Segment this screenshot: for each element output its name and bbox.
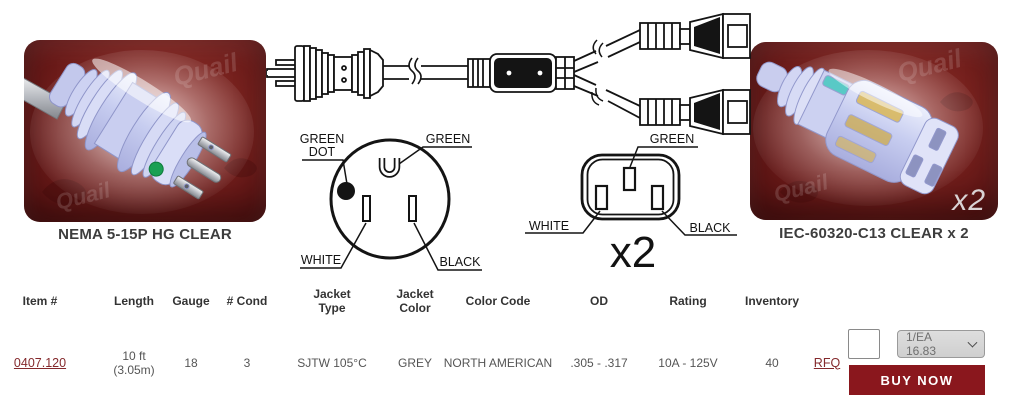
ground-pin <box>186 157 222 183</box>
table-header-od: OD <box>590 293 608 308</box>
brass-contact <box>844 114 893 146</box>
od-cell: .305 - .317 <box>570 355 628 370</box>
label-green-dot: DOT <box>309 145 336 159</box>
c13-face-wiring-diagram: GREEN WHITE BLACK x2 <box>525 132 737 275</box>
buy-now-button[interactable]: BUY NOW <box>849 365 985 395</box>
item-number-link[interactable]: 0407.120 <box>13 355 67 370</box>
left-photo-caption: NEMA 5-15P HG CLEAR <box>58 226 232 243</box>
rating-cell: 10A - 125V <box>658 355 718 370</box>
table-row-item-cell: 0407.120 <box>14 347 66 379</box>
label-green: GREEN <box>426 132 470 146</box>
hot-slot <box>650 184 665 211</box>
table-header-jacket-color: Jacket Color <box>396 286 434 315</box>
c13-connector-photo-illustration: Quail Quail <box>753 43 983 207</box>
color-code-cell: NORTH AMERICAN <box>443 355 553 370</box>
inventory-cell: 40 <box>765 355 779 370</box>
brass-contact <box>834 135 877 164</box>
table-header-inventory: Inventory <box>744 293 800 308</box>
table-header-item-number: Item # <box>22 293 58 308</box>
rfq-link[interactable]: RFQ <box>813 355 841 370</box>
right-photo-caption: IEC-60320-C13 CLEAR x 2 <box>779 225 969 242</box>
jacket-color-cell: GREY <box>397 355 433 370</box>
cord-line-drawing <box>266 12 751 136</box>
nema-face-wiring-diagram: GREEN DOT GREEN WHITE BLACK <box>300 132 482 271</box>
hot-blade-slot <box>408 195 417 222</box>
plug-blade <box>197 136 232 163</box>
gauge-cell: 18 <box>184 355 198 370</box>
photo-x2-label: x2 <box>952 184 986 217</box>
neutral-slot <box>594 184 609 211</box>
neutral-blade-slot <box>362 195 371 222</box>
chevron-down-icon <box>967 337 978 347</box>
c13-slot <box>905 154 924 178</box>
c13-slot <box>924 163 943 187</box>
clear-plug-body <box>49 58 232 200</box>
cond-cell: 3 <box>243 355 251 370</box>
power-cable <box>24 77 67 120</box>
label-black: BLACK <box>690 221 732 235</box>
ground-slot <box>622 166 637 192</box>
label-white: WHITE <box>301 253 341 267</box>
length-cell: 10 ft (3.05m) <box>113 348 155 377</box>
product-photo-nema-5-15p: Quail Quail <box>24 40 266 222</box>
quantity-input[interactable] <box>848 329 880 359</box>
label-green: GREEN <box>650 132 694 146</box>
table-header-cond: # Cond <box>226 293 268 308</box>
c13-slot <box>928 127 947 151</box>
nema-plug-photo-illustration: Quail Quail <box>24 47 257 215</box>
table-header-color-code: Color Code <box>465 293 531 308</box>
green-dot-marker <box>337 182 355 200</box>
label-white: WHITE <box>529 219 569 233</box>
x2-multiplier-label: x2 <box>610 228 656 275</box>
unit-price-select[interactable]: 1/EA 16.83 <box>897 330 985 358</box>
clear-c13-body <box>756 61 959 195</box>
jacket-type-cell: SJTW 105°C <box>297 355 367 370</box>
label-black: BLACK <box>440 255 482 269</box>
table-header-rating: Rating <box>669 293 707 308</box>
hospital-grade-green-dot <box>148 161 164 177</box>
label-green-dot: GREEN <box>300 132 344 146</box>
unit-price-selected-option: 1/EA 16.83 <box>906 330 937 358</box>
table-header-length: Length <box>114 293 154 308</box>
table-header-jacket-type: Jacket Type <box>313 286 351 315</box>
table-header-gauge: Gauge <box>172 293 210 308</box>
rfq-cell: RFQ <box>814 347 840 379</box>
product-photo-iec-c13: Quail Quail x2 <box>750 42 998 220</box>
